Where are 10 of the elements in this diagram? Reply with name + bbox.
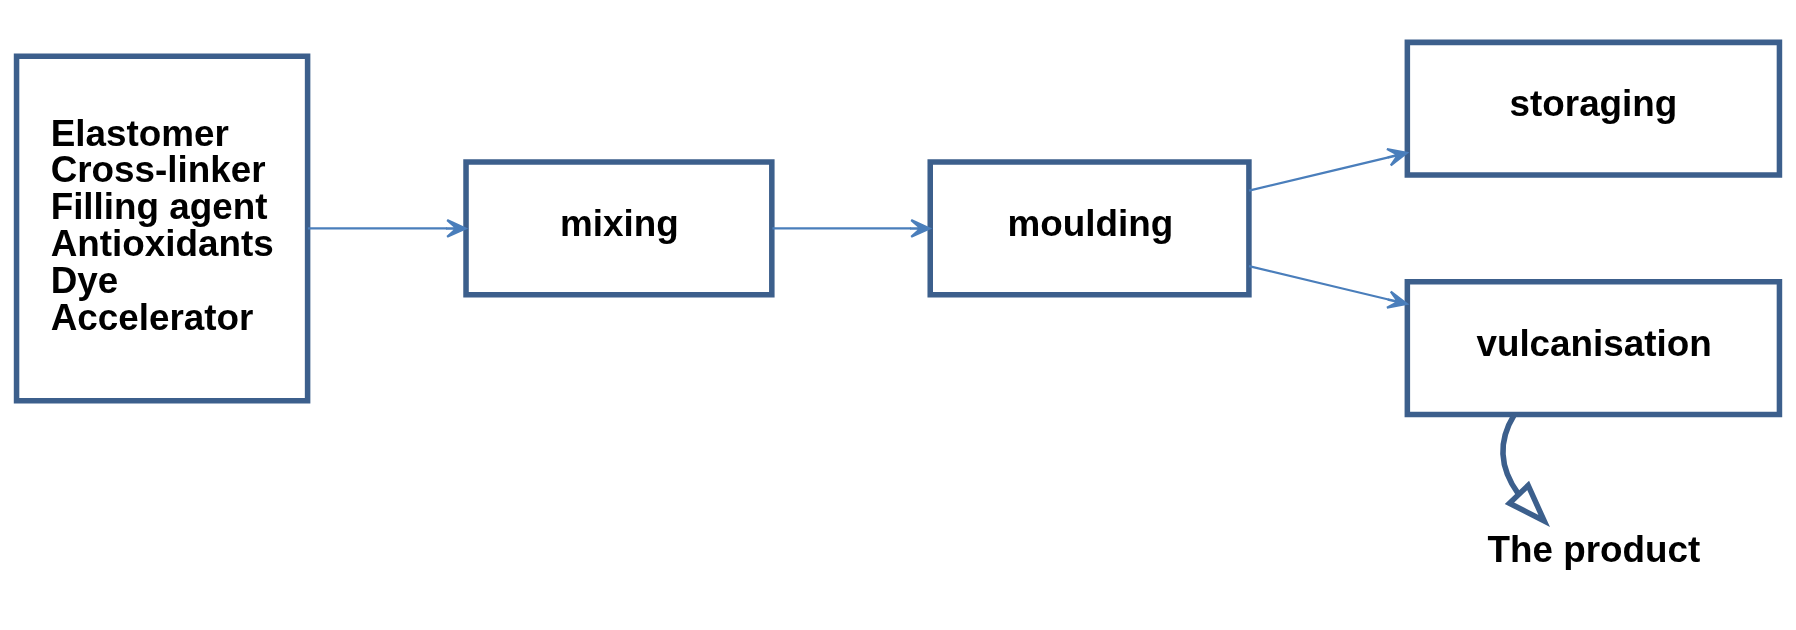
arrow [1248,148,1408,192]
arrow [1248,265,1408,309]
node-box: mixing [463,159,775,298]
node-box: moulding [927,159,1252,298]
node-box: storaging [1404,39,1783,178]
node-box: vulcanisation [1404,279,1783,418]
arrow [307,219,467,238]
arrow [772,219,931,238]
node-text: The product [1487,528,1701,570]
node-box: Elastomer Cross-linker Filling agent Antioxidants Dye Accelerator [13,53,311,404]
